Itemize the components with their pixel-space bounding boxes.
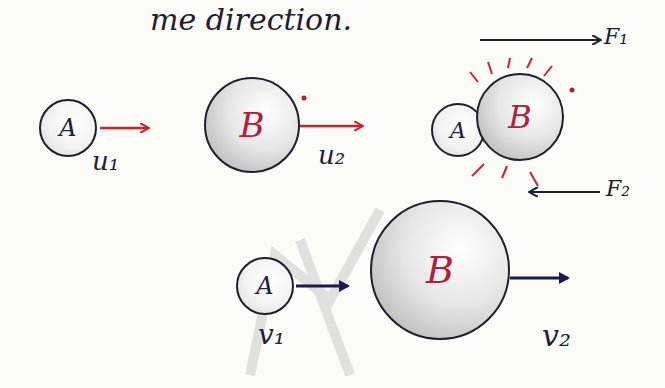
velocity-arrow bbox=[296, 285, 348, 288]
ball-circle: B bbox=[476, 73, 564, 161]
velocity-label: u₁ bbox=[92, 146, 119, 176]
force-arrow bbox=[480, 39, 600, 41]
ball-circle: B bbox=[204, 77, 300, 173]
ball-circle: A bbox=[236, 257, 294, 315]
ball-label: B bbox=[508, 98, 532, 136]
ball-label: B bbox=[426, 248, 454, 292]
velocity-arrow bbox=[510, 277, 568, 280]
ball-circle: A bbox=[39, 99, 97, 157]
ball-circle: B bbox=[370, 200, 510, 340]
ball-label: A bbox=[59, 114, 76, 142]
note-text: me direction. bbox=[150, 2, 352, 37]
ball-label: B bbox=[240, 105, 265, 145]
force-label: F₁ bbox=[604, 24, 628, 49]
velocity-label: v₁ bbox=[258, 318, 285, 351]
velocity-label: u₂ bbox=[318, 140, 345, 170]
velocity-arrow bbox=[100, 127, 148, 130]
watermark bbox=[250, 210, 380, 375]
ball-label: A bbox=[450, 118, 466, 143]
force-arrow bbox=[530, 191, 600, 193]
velocity-arrow bbox=[300, 125, 362, 128]
force-label: F₂ bbox=[606, 176, 630, 201]
ball-label: A bbox=[256, 272, 273, 300]
velocity-label: v₂ bbox=[542, 318, 571, 353]
